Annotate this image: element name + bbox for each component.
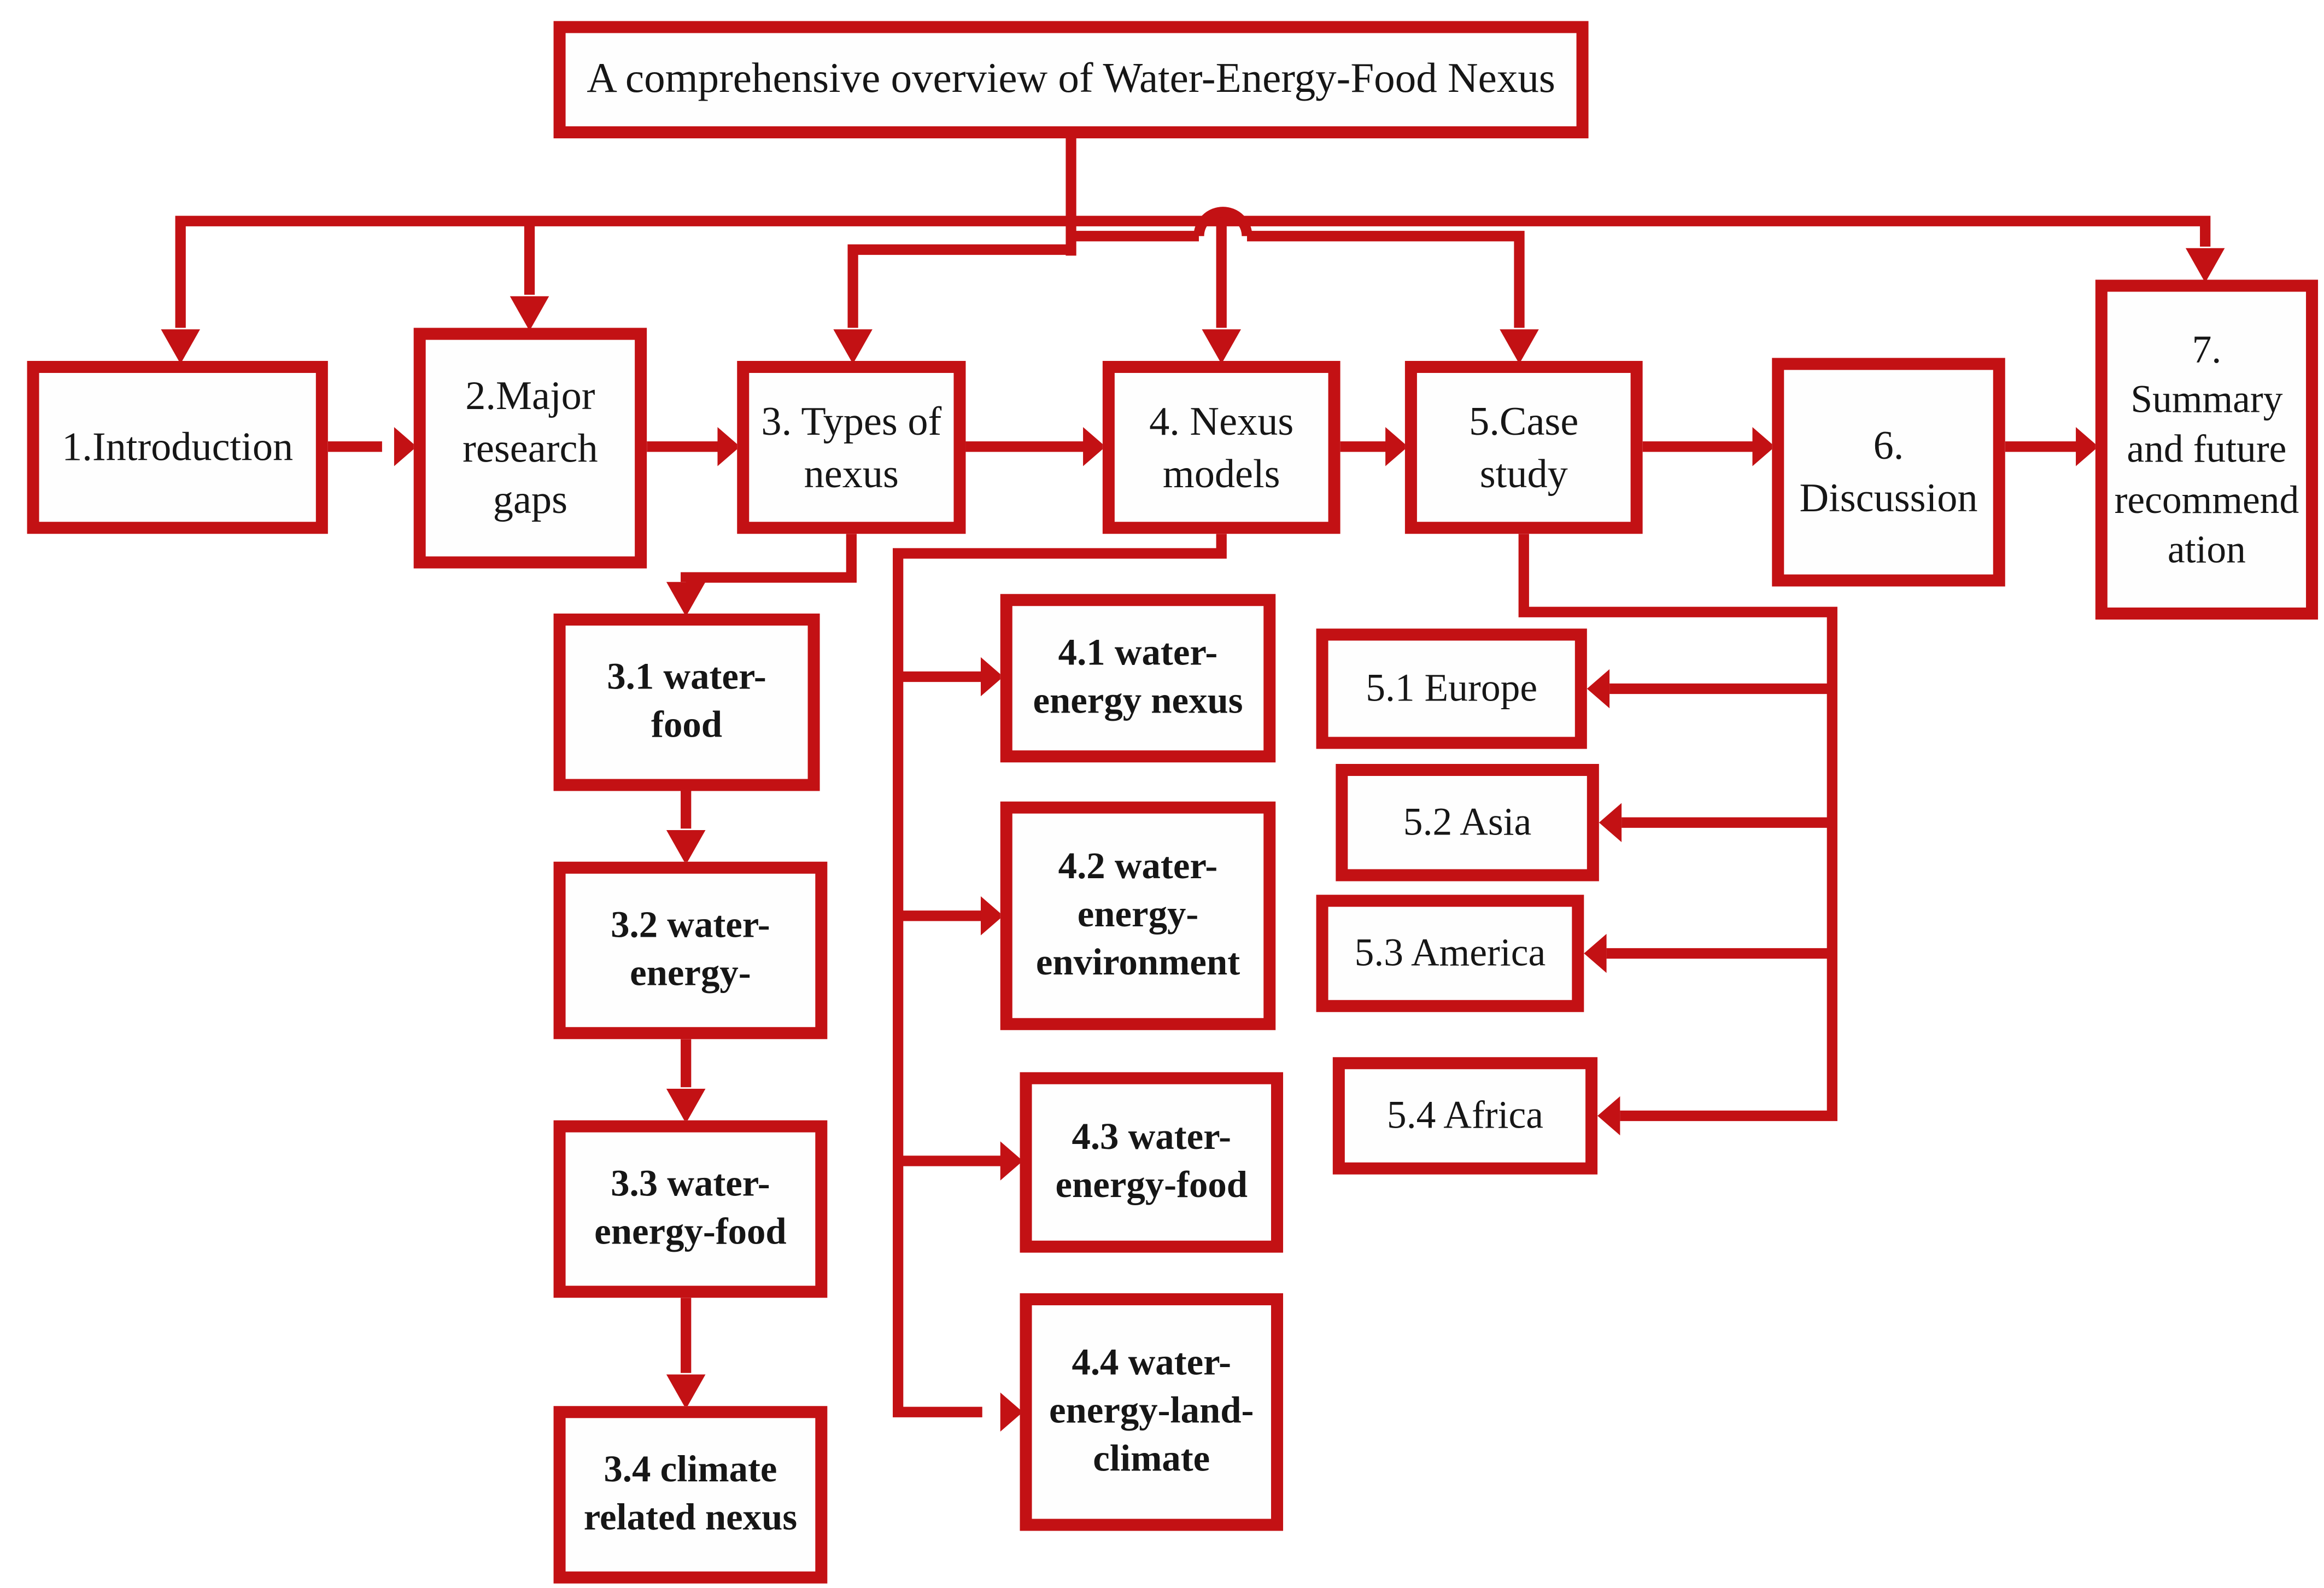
node-3-3-water-energy-food: 3.3 water- energy-food: [553, 1120, 828, 1298]
node-5-3-america: 5.3 America: [1316, 895, 1584, 1012]
node-5-4-africa: 5.4 Africa: [1332, 1057, 1598, 1175]
node-1-introduction: 1.Introduction: [27, 361, 328, 534]
node-5-1-europe: 5.1 Europe: [1316, 628, 1587, 749]
node-4-2-water-energy-environment: 4.2 water- energy- environment: [1000, 801, 1276, 1030]
node-3-2-water-energy: 3.2 water- energy-: [553, 861, 828, 1040]
node-3-1-water-food: 3.1 water- food: [553, 614, 820, 791]
types-chain-connectors: [666, 534, 857, 1409]
node-3-4-climate-related-nexus: 3.4 climate related nexus: [553, 1406, 828, 1584]
node-5-2-asia: 5.2 Asia: [1336, 764, 1599, 881]
node-6-discussion: 6. Discussion: [1772, 358, 2005, 587]
node-3-types-of-nexus: 3. Types of nexus: [737, 361, 966, 534]
cases-branch-connectors: [1518, 534, 1837, 1136]
node-title: A comprehensive overview of Water-Energy…: [553, 21, 1589, 138]
main-flow-arrows: [327, 427, 2099, 466]
node-4-nexus-models: 4. Nexus models: [1102, 361, 1340, 534]
node-4-4-water-energy-land-climate: 4.4 water- energy-land- climate: [1020, 1293, 1284, 1531]
line-hop-arc: [1193, 207, 1252, 237]
models-branch-connectors: [893, 534, 1227, 1432]
node-4-1-water-energy-nexus: 4.1 water- energy nexus: [1000, 594, 1276, 763]
node-2-major-research-gaps: 2.Major research gaps: [413, 328, 647, 569]
node-7-summary-recommendation: 7. Summary and future recommend ation: [2095, 279, 2319, 620]
node-5-case-study: 5.Case study: [1404, 361, 1643, 534]
top-branch-connectors: [161, 138, 2225, 364]
node-4-3-water-energy-food: 4.3 water- energy-food: [1020, 1072, 1284, 1253]
